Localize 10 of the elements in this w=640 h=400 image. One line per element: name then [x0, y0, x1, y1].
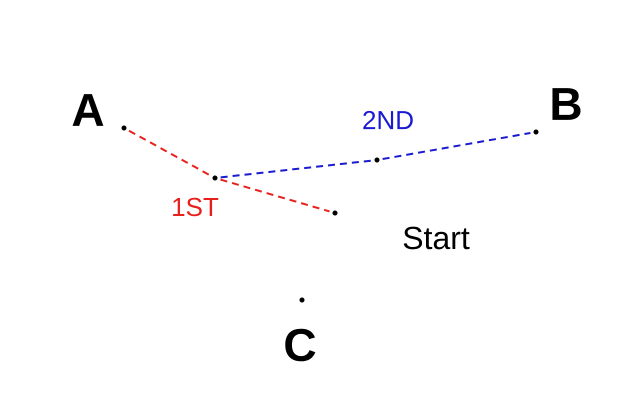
point-label: Start: [404, 226, 470, 250]
dashed-line: [220, 160, 372, 178]
point-label: C: [285, 328, 316, 362]
dashed-line: [382, 132, 531, 160]
point-label: A: [72, 94, 104, 126]
point-label: B: [552, 88, 581, 120]
dashed-line: [220, 178, 330, 212]
edge-label: 1ST: [170, 196, 220, 218]
edge-label: 2ND: [361, 110, 415, 130]
dashed-line: [128, 130, 210, 176]
